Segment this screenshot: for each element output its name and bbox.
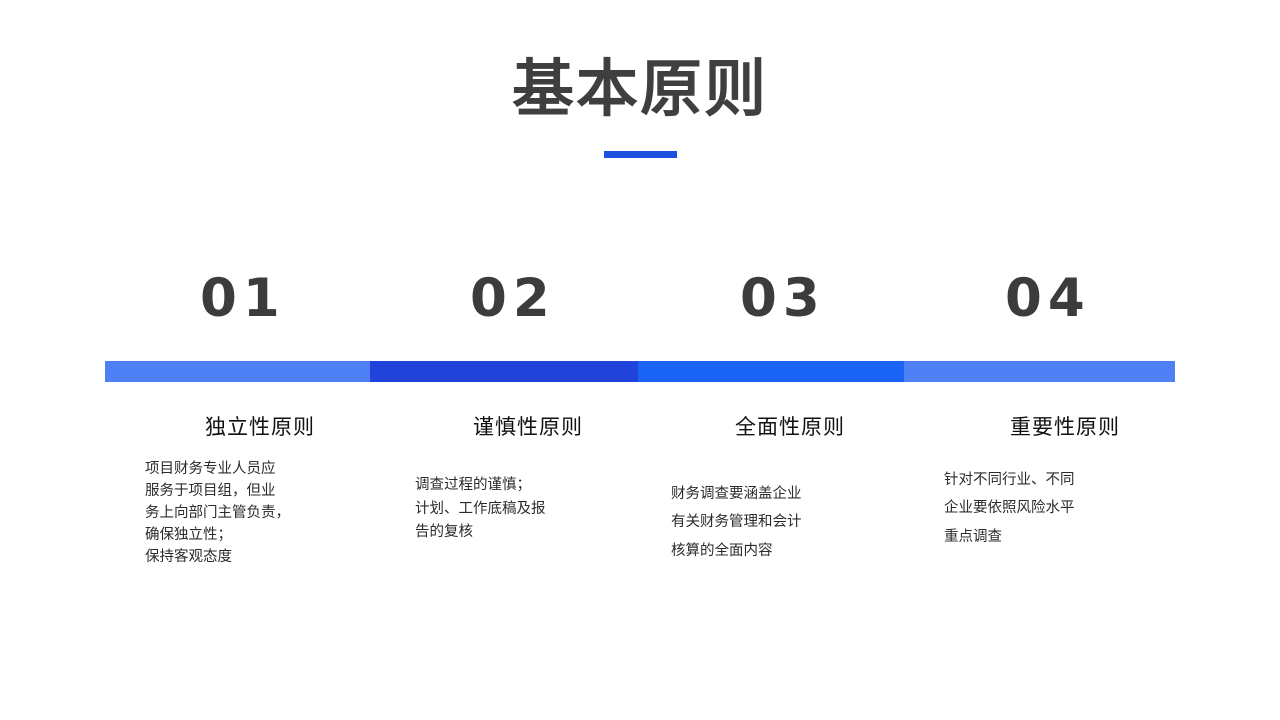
step-numbers-row: 01 02 03 04	[105, 272, 1175, 334]
principle-column-03: 全面性原则 财务调查要涵盖企业 有关财务管理和会计 核算的全面内容	[665, 415, 915, 565]
page-title: 基本原则	[511, 52, 768, 125]
principle-column-04: 重要性原则 针对不同行业、不同 企业要依照风险水平 重点调查	[940, 415, 1190, 551]
principle-heading-02: 谨慎性原则	[473, 415, 583, 439]
principle-column-01: 独立性原则 项目财务专业人员应 服务于项目组，但业 务上向部门主管负责， 确保独…	[135, 415, 385, 568]
principle-body-03: 财务调查要涵盖企业 有关财务管理和会计 核算的全面内容	[671, 486, 802, 559]
principle-heading-01: 独立性原则	[205, 415, 315, 439]
timeline-segment-01	[105, 361, 371, 382]
timeline-segment-04	[904, 361, 1175, 382]
step-number-02: 02	[470, 268, 556, 329]
title-block: 基本原则	[0, 52, 1280, 159]
step-number-03: 03	[740, 268, 826, 329]
principle-body-02: 调查过程的谨慎； 计划、工作底稿及报 告的复核	[415, 477, 546, 541]
principle-body-04: 针对不同行业、不同 企业要依照风险水平 重点调查	[944, 472, 1075, 545]
timeline-segment-03	[637, 361, 905, 382]
principle-column-02: 谨慎性原则 调查过程的谨慎； 计划、工作底稿及报 告的复核	[403, 415, 653, 545]
timeline-segment-02	[370, 361, 638, 382]
step-number-01: 01	[200, 268, 286, 329]
principle-heading-04: 重要性原则	[1010, 415, 1120, 439]
principles-columns: 独立性原则 项目财务专业人员应 服务于项目组，但业 务上向部门主管负责， 确保独…	[105, 415, 1180, 635]
title-underline-accent	[603, 151, 677, 159]
timeline-bar	[105, 361, 1175, 382]
principle-heading-03: 全面性原则	[735, 415, 845, 439]
step-number-04: 04	[1005, 268, 1091, 329]
principle-body-01: 项目财务专业人员应 服务于项目组，但业 务上向部门主管负责， 确保独立性； 保持…	[145, 461, 290, 566]
